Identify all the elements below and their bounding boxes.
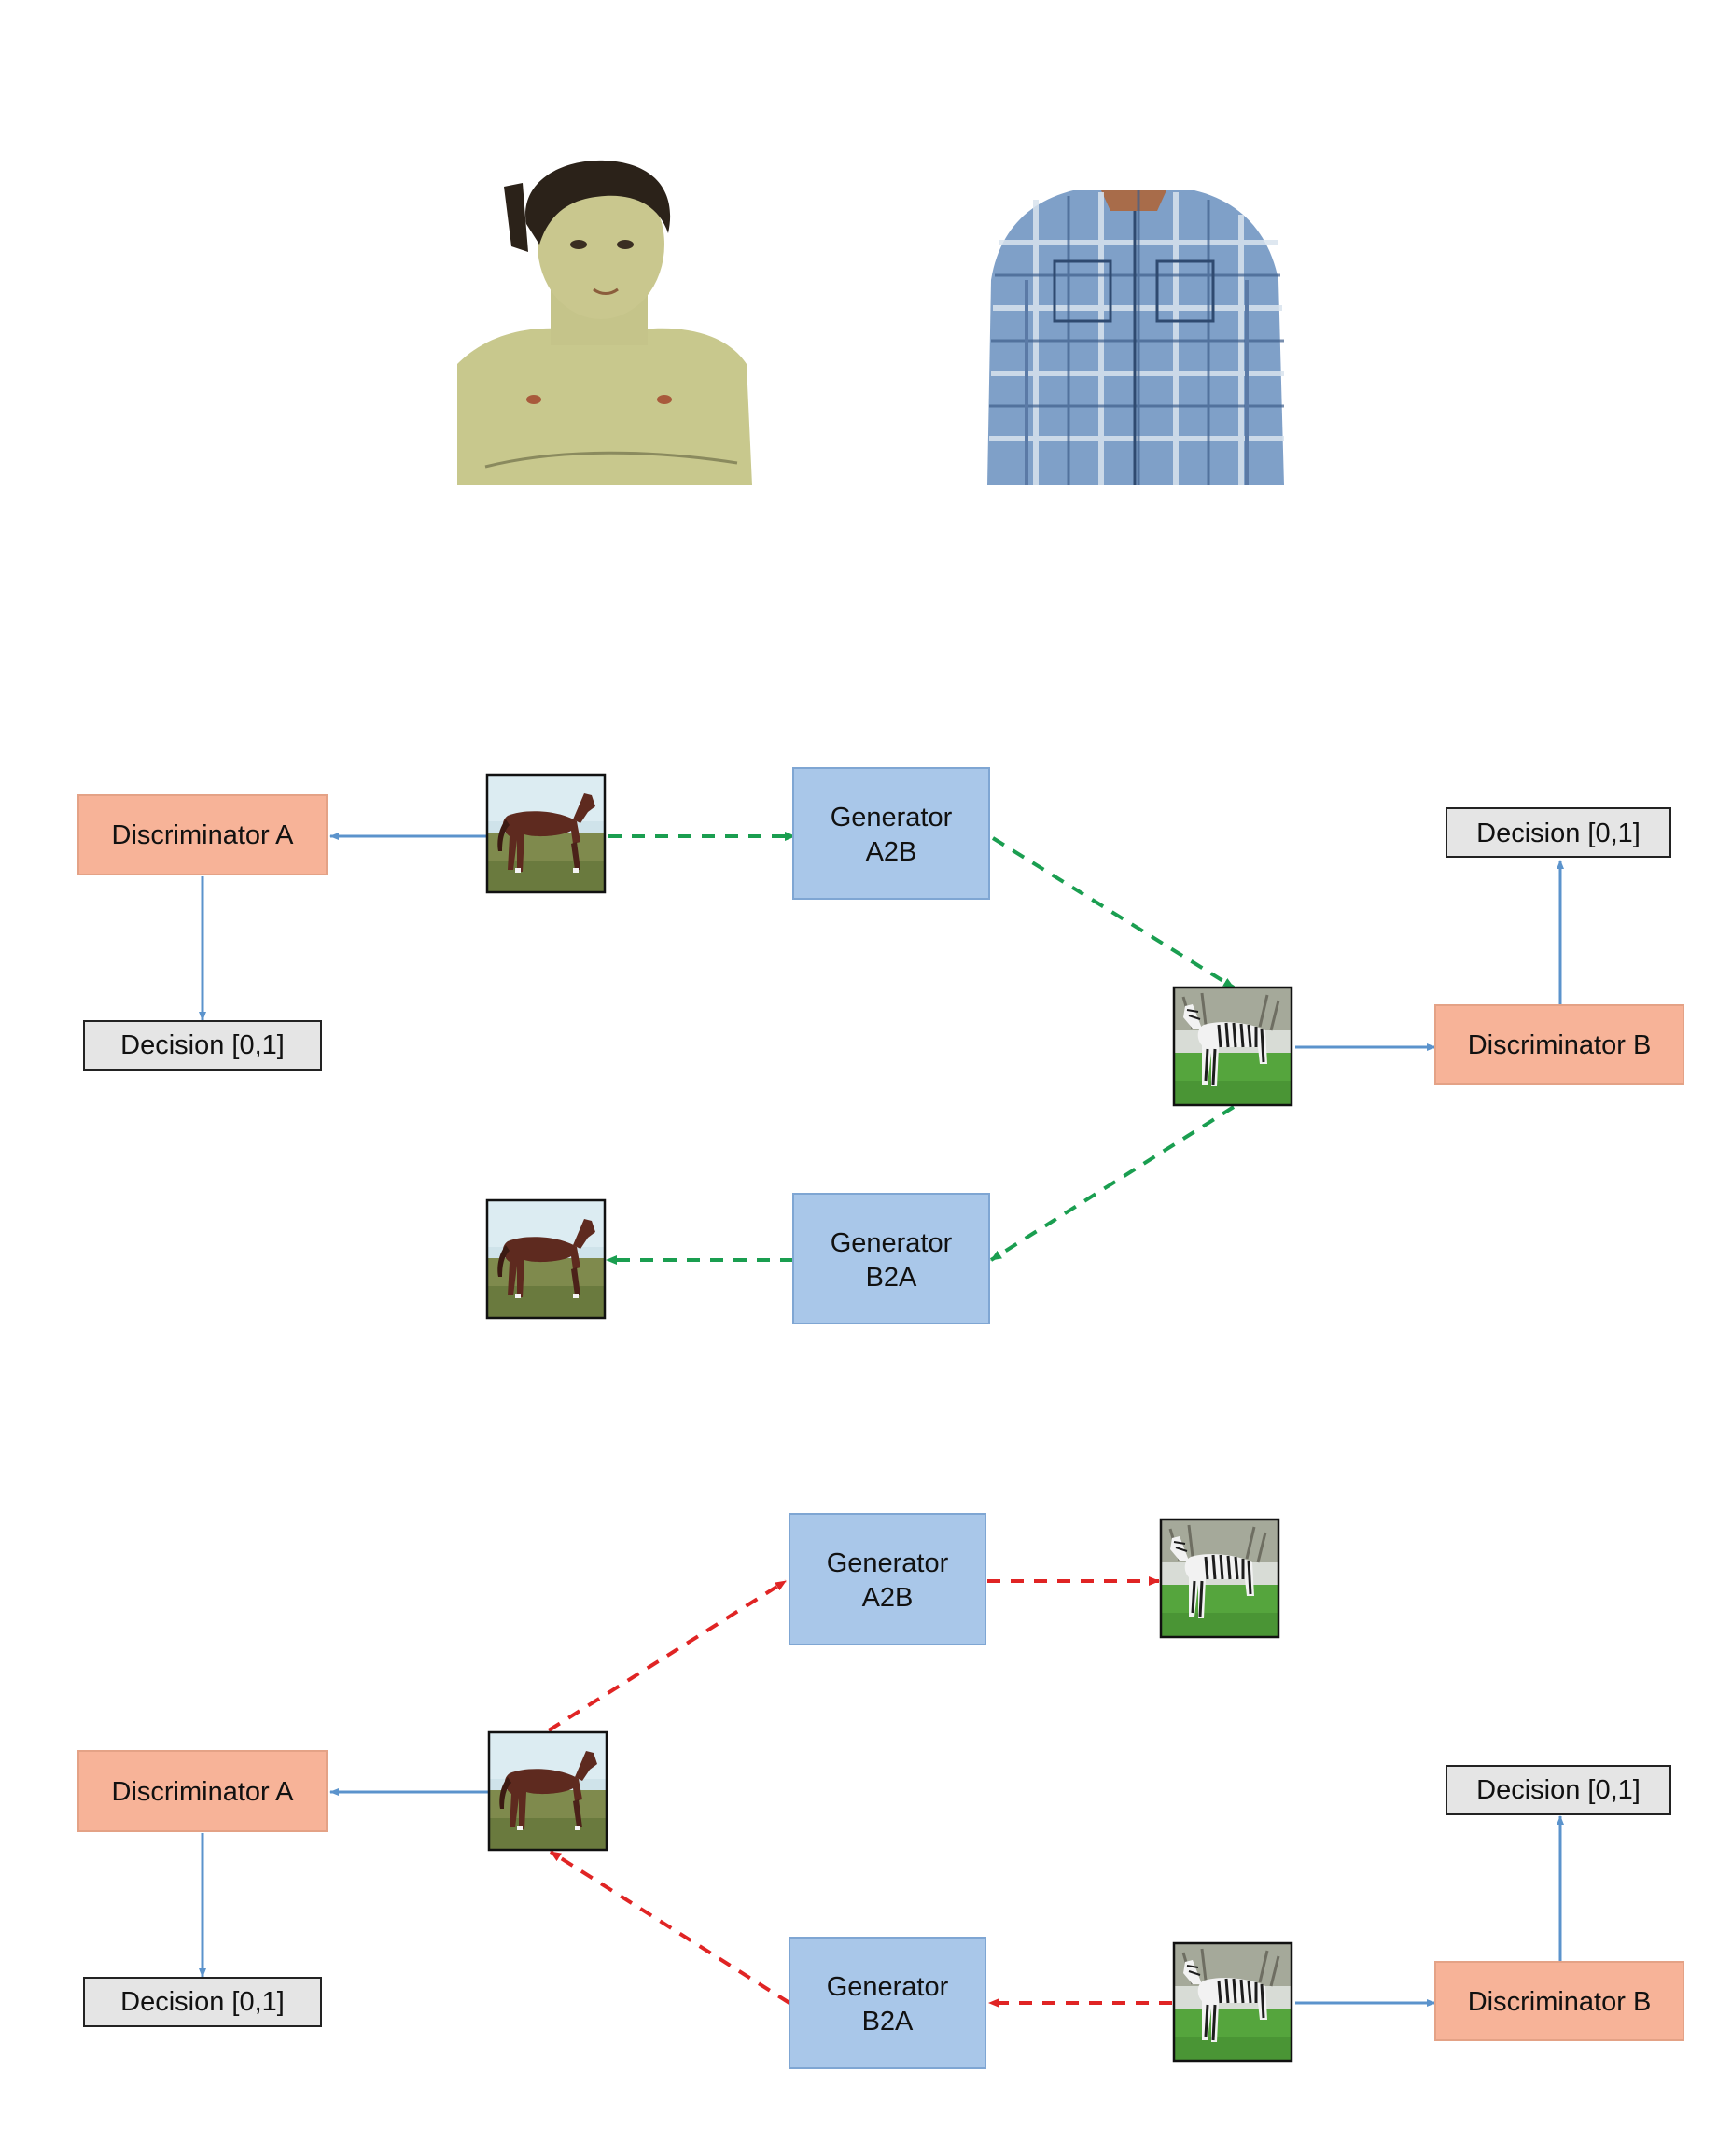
d2-discriminator-a: Discriminator A (77, 1750, 328, 1832)
d1-horse-reconstructed-image (485, 1198, 607, 1320)
d1-disc-a-label: Discriminator A (112, 820, 295, 850)
d1-decision-b-label: Decision [0,1] (1476, 819, 1641, 848)
d2-disc-a-label: Discriminator A (112, 1777, 295, 1807)
d1-gen-a2b-label-1: Generator (831, 803, 953, 833)
d1-horse-input-image (485, 773, 607, 894)
d2-decision-b: Decision [0,1] (1446, 1765, 1671, 1815)
d1-gen-b2a-label-2: B2A (866, 1263, 917, 1293)
d1-edge-zebra-to-gen-b2a (989, 1105, 1236, 1262)
d2-edge-horse-to-gen-a2b (547, 1579, 788, 1732)
d1-gen-a2b-label-2: A2B (866, 837, 917, 867)
d1-gen-b2a-label-1: Generator (831, 1228, 953, 1258)
d2-decision-a: Decision [0,1] (83, 1977, 322, 2027)
d2-generator-b2a: Generator B2A (789, 1937, 986, 2069)
d1-disc-b-label: Discriminator B (1468, 1030, 1652, 1060)
painting-portrait-image (457, 160, 752, 485)
d1-generator-a2b: Generator A2B (792, 767, 990, 900)
d1-zebra-generated-image (1172, 986, 1293, 1107)
d1-decision-a: Decision [0,1] (83, 1020, 322, 1071)
d2-gen-b2a-label-2: B2A (862, 2007, 914, 2037)
d2-decision-b-label: Decision [0,1] (1476, 1775, 1641, 1805)
d1-discriminator-a: Discriminator A (77, 794, 328, 875)
d1-generator-b2a: Generator B2A (792, 1193, 990, 1324)
d2-zebra-input-image (1172, 1941, 1293, 2063)
d2-horse-image (487, 1730, 608, 1852)
plaid-shirt-image (987, 190, 1284, 485)
d1-decision-a-label: Decision [0,1] (120, 1030, 285, 1060)
d2-discriminator-b: Discriminator B (1434, 1961, 1684, 2041)
d2-gen-a2b-label-2: A2B (862, 1583, 914, 1613)
d1-edge-gen-a2b-to-zebra (991, 836, 1236, 989)
d2-gen-a2b-label-1: Generator (827, 1548, 949, 1578)
d2-edge-gen-b2a-to-horse (549, 1850, 791, 2005)
d1-discriminator-b: Discriminator B (1434, 1004, 1684, 1085)
d2-disc-b-label: Discriminator B (1468, 1987, 1652, 2017)
d2-generator-a2b: Generator A2B (789, 1513, 986, 1645)
d1-decision-b: Decision [0,1] (1446, 807, 1671, 858)
d2-zebra-generated-image (1159, 1518, 1280, 1639)
d2-decision-a-label: Decision [0,1] (120, 1987, 285, 2017)
d2-gen-b2a-label-1: Generator (827, 1972, 949, 2002)
